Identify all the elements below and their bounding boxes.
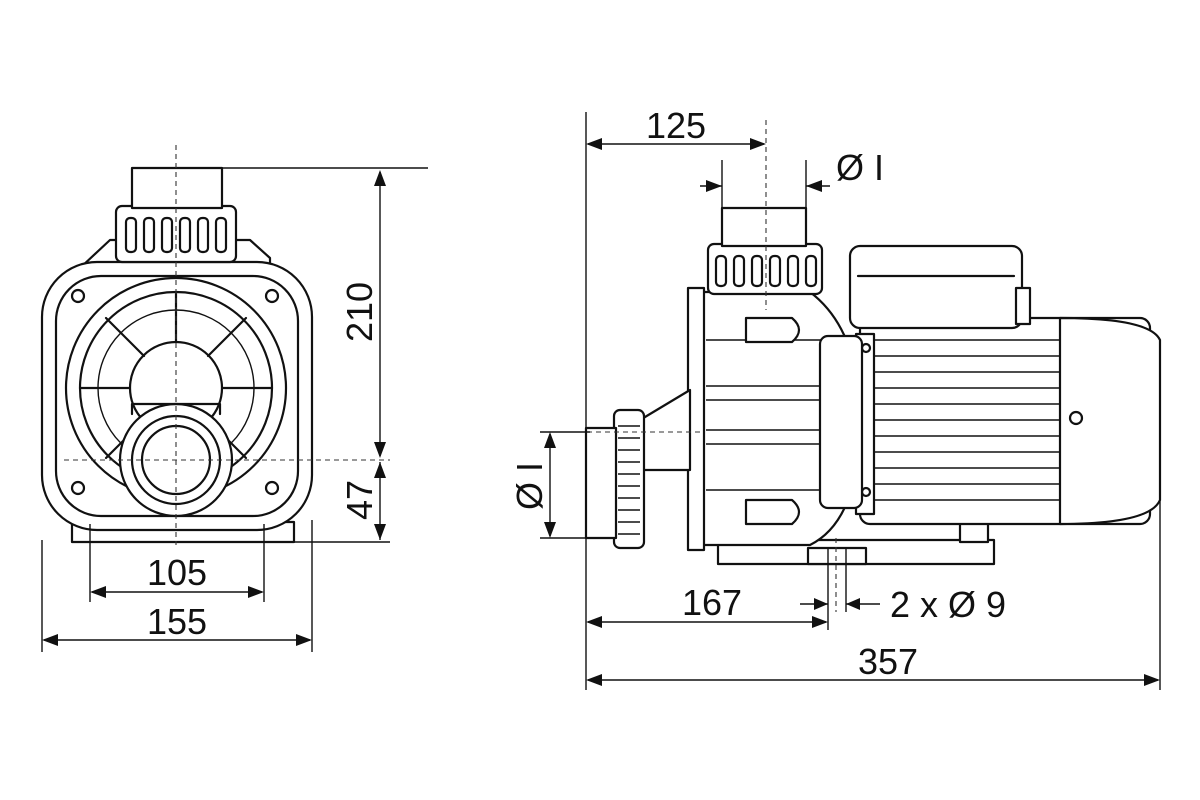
- dim-mount-holes: [800, 598, 880, 610]
- front-bolt-br: [264, 480, 280, 496]
- side-inlet-union-nut: [612, 408, 646, 550]
- side-inlet-union-ribs: [618, 425, 640, 535]
- dim-210: [374, 170, 386, 458]
- front-bolt-tl: [70, 288, 86, 304]
- dim-label-155: 155: [147, 601, 207, 642]
- side-motor-collar: [818, 334, 864, 510]
- dim-167: [586, 616, 828, 628]
- front-spoke: [206, 316, 248, 358]
- dim-label-357: 357: [858, 641, 918, 682]
- front-view: 210 47 105 155: [40, 145, 428, 652]
- side-outlet-pipe: [720, 206, 808, 248]
- front-spoke: [104, 316, 146, 358]
- dim-label-inlet-diameter: Ø I: [509, 462, 550, 510]
- dim-label-167: 167: [682, 582, 742, 623]
- dim-label-mount-holes: 2 x Ø 9: [890, 584, 1006, 625]
- side-strainer-peg: [744, 316, 801, 344]
- side-motor-fins: [872, 339, 1060, 501]
- side-strainer-peg: [744, 498, 801, 526]
- side-inlet-body: [638, 388, 692, 472]
- front-union-ribs: [124, 216, 228, 254]
- front-bolt-bl: [70, 480, 86, 496]
- dim-label-47: 47: [339, 480, 380, 520]
- side-mount-slot: [806, 546, 868, 566]
- front-bolt-tr: [264, 288, 280, 304]
- side-motor-screw: [1068, 410, 1084, 426]
- dim-label-125: 125: [646, 105, 706, 146]
- front-outlet-pipe: [130, 166, 224, 210]
- dim-label-210: 210: [339, 282, 380, 342]
- side-terminal-clip: [1014, 286, 1032, 326]
- side-view: 125 Ø I Ø I 167 2 x Ø: [509, 105, 1162, 690]
- dim-label-outlet-diameter: Ø I: [836, 147, 884, 188]
- side-terminal-box: [848, 244, 1024, 330]
- front-inlet-collar: [130, 402, 222, 416]
- side-top-union-ribs: [714, 254, 818, 288]
- dim-155: [42, 634, 312, 646]
- dim-105: [90, 586, 264, 598]
- dim-357: [586, 674, 1160, 686]
- dim-inlet-diameter: [544, 432, 556, 538]
- dim-47: [374, 462, 386, 540]
- side-inlet-pipe: [584, 426, 618, 540]
- dim-outlet-diameter: [700, 180, 830, 192]
- side-motor-endcap: [1058, 316, 1162, 526]
- dim-125: [586, 138, 766, 150]
- dim-label-105: 105: [147, 552, 207, 593]
